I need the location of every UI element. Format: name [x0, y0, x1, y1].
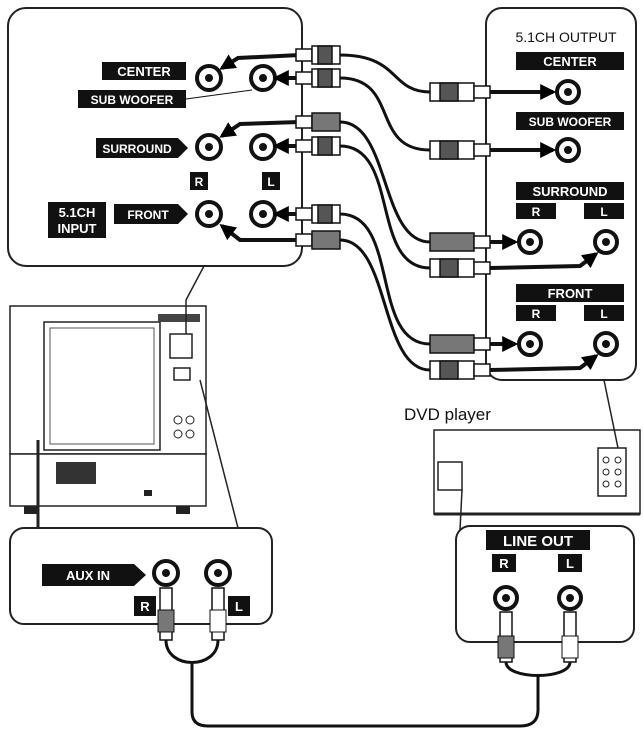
- output-center-label: CENTER: [543, 54, 597, 69]
- output-surround-r: R: [532, 205, 541, 219]
- aux-r-label: R: [140, 599, 150, 614]
- aux-l-label: L: [235, 599, 243, 614]
- output-subwoofer-label: SUB WOOFER: [529, 115, 612, 129]
- l-label: L: [267, 175, 274, 189]
- front-label-arrow: [114, 204, 188, 224]
- receiver-input-panel: CENTER SUB WOOFER SURROUND R L 5.1CH INP…: [7, 7, 303, 267]
- r-label-box: [190, 172, 208, 190]
- output-side-plugs: [429, 82, 491, 380]
- line-out-title: LINE OUT: [503, 533, 573, 550]
- receiver-panel-frame: [7, 7, 303, 267]
- stereo-rca-cable: [190, 664, 540, 728]
- line-out-l-label: L: [566, 556, 574, 571]
- subwoofer-input-label: SUB WOOFER: [91, 93, 174, 107]
- l-label-box: [262, 172, 280, 190]
- surround-label-arrow: [96, 138, 188, 158]
- line-out-r-label: R: [499, 556, 509, 571]
- input-label-line2: INPUT: [58, 221, 97, 236]
- output-front-label: FRONT: [548, 286, 593, 301]
- receiver-unit: [9, 265, 250, 530]
- output-front-l: L: [600, 307, 607, 321]
- dvd-player-label: DVD player: [404, 405, 491, 424]
- receiver-side-plugs: [295, 45, 341, 250]
- input-label-box: [48, 202, 106, 238]
- aux-in-label: AUX IN: [66, 568, 110, 583]
- dvd-player-unit: DVD player: [404, 379, 641, 531]
- output-panel-title: 5.1CH OUTPUT: [515, 29, 617, 45]
- center-label-box: [102, 62, 186, 80]
- center-input-label: CENTER: [117, 64, 171, 79]
- rca-cables: [339, 53, 431, 372]
- input-label-line1: 5.1CH: [59, 205, 96, 220]
- line-out-panel: LINE OUT R L: [455, 525, 635, 677]
- output-surround-l: L: [600, 205, 607, 219]
- output-front-r: R: [532, 307, 541, 321]
- receiver-jacks: [195, 64, 277, 228]
- output-surround-label: SURROUND: [532, 184, 607, 199]
- aux-in-panel: AUX IN R L: [9, 527, 273, 664]
- subwoofer-label-box: [78, 90, 186, 108]
- r-label: R: [195, 175, 204, 189]
- surround-input-label: SURROUND: [102, 142, 172, 156]
- dvd-output-panel: 5.1CH OUTPUT CENTER SUB WOOFER SURROUND …: [485, 7, 637, 381]
- front-input-label: FRONT: [127, 208, 169, 222]
